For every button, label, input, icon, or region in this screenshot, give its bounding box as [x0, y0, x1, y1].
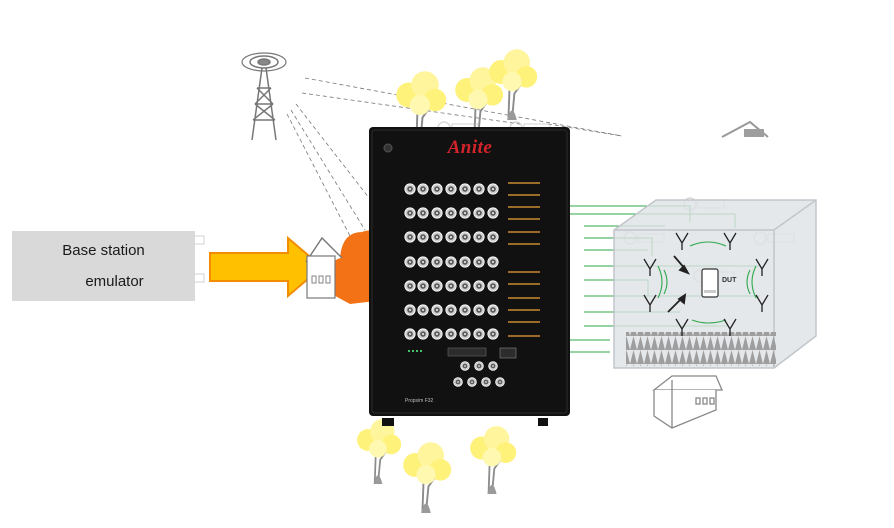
rf-port: [417, 183, 429, 195]
base-station-label-line1: Base station: [62, 242, 145, 259]
tree-icon: [488, 48, 539, 121]
tree-icon: [402, 441, 453, 514]
rf-port: [473, 280, 485, 292]
rf-port: [487, 256, 499, 268]
rf-port: [473, 328, 485, 340]
rf-port: [404, 207, 416, 219]
rf-port: [431, 280, 443, 292]
front-panel-connectors: [508, 182, 540, 337]
rf-port: [473, 256, 485, 268]
rf-port: [495, 377, 505, 387]
rf-port: [487, 328, 499, 340]
rf-field-arcs: [657, 241, 757, 324]
rf-port: [404, 183, 416, 195]
rf-port: [459, 328, 471, 340]
rf-port: [445, 328, 457, 340]
rf-port: [460, 361, 470, 371]
rf-port: [417, 328, 429, 340]
rf-port: [474, 361, 484, 371]
rf-port: [417, 304, 429, 316]
rf-port: [487, 231, 499, 243]
rf-port: [459, 231, 471, 243]
rf-port: [431, 328, 443, 340]
rf-port: [431, 183, 443, 195]
rf-port: [487, 207, 499, 219]
rf-port: [459, 207, 471, 219]
cell-tower-icon: [241, 52, 287, 141]
signal-arrow-icon: [667, 255, 691, 313]
emulator-model-label: Propsim F32: [405, 398, 434, 404]
status-leds: [408, 350, 422, 352]
anechoic-chamber: [613, 199, 817, 369]
rf-port: [431, 207, 443, 219]
rf-port: [453, 377, 463, 387]
rf-port: [404, 304, 416, 316]
rf-port: [431, 304, 443, 316]
rf-port: [487, 304, 499, 316]
rf-port: [404, 256, 416, 268]
rf-port: [488, 361, 498, 371]
rf-port: [431, 231, 443, 243]
channel-emulator-cabinet: [369, 127, 570, 426]
tree-icon: [469, 425, 518, 495]
rf-port: [417, 231, 429, 243]
rf-port: [459, 183, 471, 195]
rf-port: [459, 256, 471, 268]
rf-port: [481, 377, 491, 387]
rf-port: [445, 304, 457, 316]
building-icon: [721, 120, 769, 138]
rf-port: [404, 231, 416, 243]
rf-port: [445, 183, 457, 195]
emulator-brand-logo: Anite: [447, 137, 493, 158]
house-icon: [652, 375, 723, 429]
rf-port: [445, 280, 457, 292]
rf-port: [459, 304, 471, 316]
rf-port: [404, 280, 416, 292]
rf-port: [473, 207, 485, 219]
rf-port: [417, 280, 429, 292]
rf-port: [445, 231, 457, 243]
rf-port: [431, 256, 443, 268]
base-station-label-line2: emulator: [85, 273, 144, 290]
dut-label: DUT: [722, 277, 737, 284]
rf-port: [445, 207, 457, 219]
rf-port: [473, 231, 485, 243]
rf-port: [487, 183, 499, 195]
rf-port: [473, 304, 485, 316]
rf-port: [417, 207, 429, 219]
rf-port: [467, 377, 477, 387]
base-station-emulator-box: Base station emulator: [12, 231, 195, 301]
dut-phone-icon: [701, 268, 719, 298]
tree-icon: [356, 418, 402, 485]
rf-port: [487, 280, 499, 292]
rf-port: [459, 280, 471, 292]
rf-port: [445, 256, 457, 268]
rf-port: [473, 183, 485, 195]
rf-port: [404, 328, 416, 340]
rf-port: [417, 256, 429, 268]
downlink-arrow-icon: [209, 235, 324, 299]
